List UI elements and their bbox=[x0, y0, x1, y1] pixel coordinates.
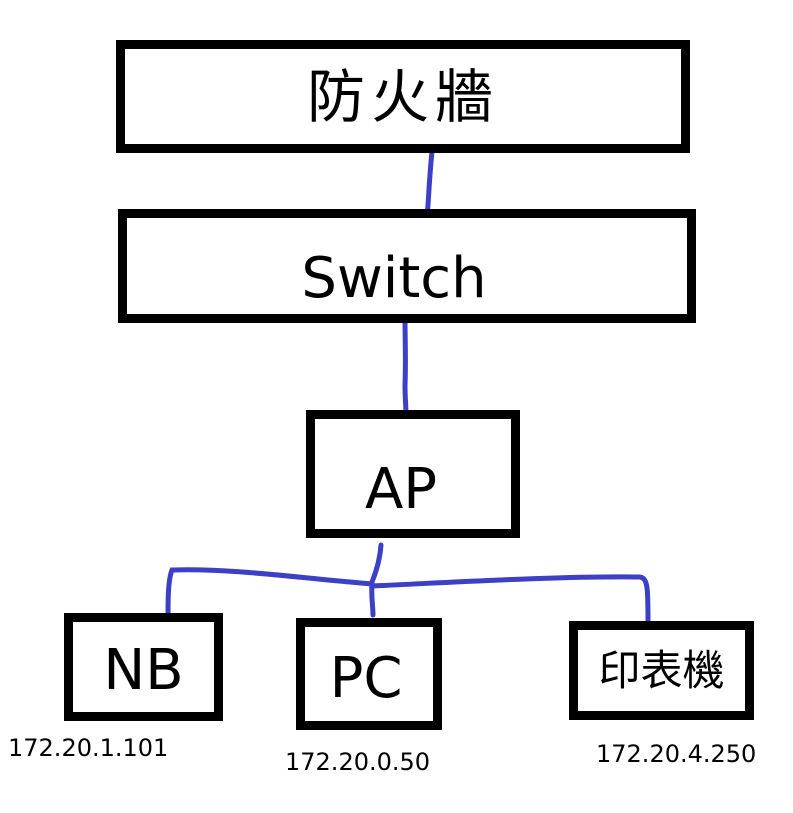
nb-ip-address: 172.20.1.101 bbox=[8, 734, 169, 762]
nb-box: NB bbox=[64, 613, 223, 721]
pc-label: PC bbox=[329, 646, 403, 711]
printer-box: 印表機 bbox=[569, 621, 754, 720]
wire-ap-branch bbox=[369, 542, 384, 618]
printer-ip-address: 172.20.4.250 bbox=[596, 740, 757, 768]
firewall-box: 防火牆 bbox=[116, 40, 690, 153]
wire-switch-ap bbox=[402, 317, 409, 419]
pc-box: PC bbox=[296, 618, 442, 730]
firewall-label: 防火牆 bbox=[306, 62, 499, 131]
ap-box: AP bbox=[306, 410, 520, 538]
switch-box: Switch bbox=[118, 209, 696, 323]
pc-ip-address: 172.20.0.50 bbox=[285, 748, 431, 776]
nb-label: NB bbox=[103, 638, 184, 703]
printer-label: 印表機 bbox=[598, 645, 725, 695]
wire-bus-left bbox=[165, 567, 375, 621]
switch-label: Switch bbox=[301, 246, 487, 311]
wire-bus-right bbox=[369, 574, 651, 625]
ap-label: AP bbox=[364, 457, 438, 522]
